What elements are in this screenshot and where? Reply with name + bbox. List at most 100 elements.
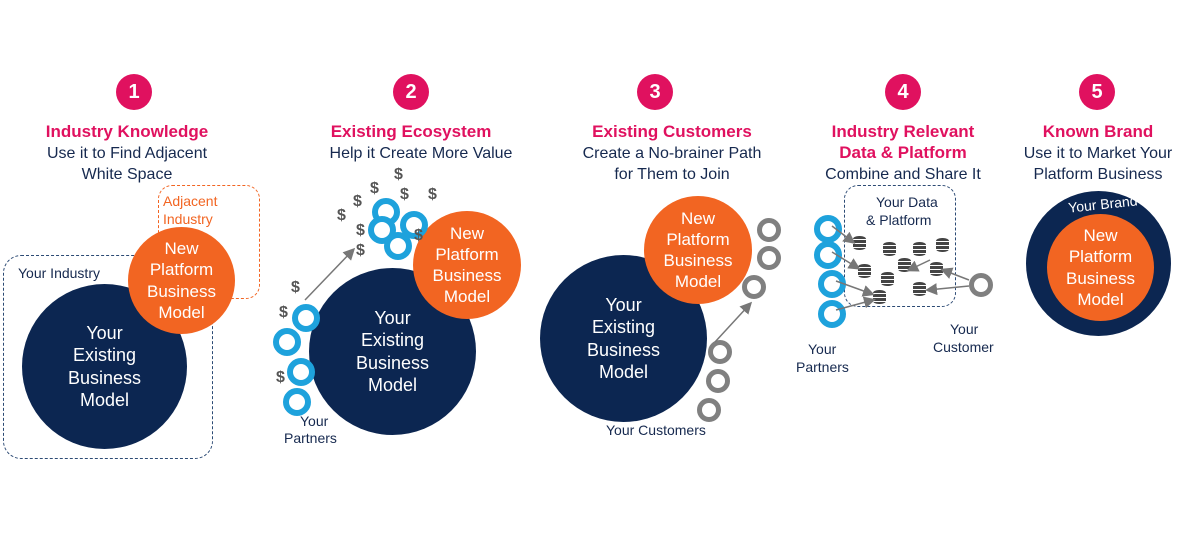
partner-icon <box>273 328 301 356</box>
step-1-subtitle-line-2: White Space <box>81 166 173 183</box>
circle-text: Model <box>367 375 418 395</box>
circle-text: Business <box>147 281 216 301</box>
step-1-title: Industry Knowledge <box>45 122 209 141</box>
step-4-title-line-1: Industry Relevant <box>831 122 975 141</box>
circle-text: Model <box>1077 289 1124 309</box>
database-icon <box>881 272 894 286</box>
step-3-subtitle-line-2: for Them to Join <box>614 166 730 183</box>
step-3-title: Existing Customers <box>592 122 752 141</box>
your-partners-label-2: Partners <box>796 359 849 375</box>
existing-business-model-circle: Your Existing Business Model <box>540 255 707 422</box>
circle-text: Model <box>443 287 491 307</box>
circle-text: Business <box>432 266 502 285</box>
step-2-title: Existing Ecosystem <box>330 122 492 141</box>
your-customer-label-2: Customer <box>933 339 994 355</box>
circle-text: Existing <box>72 345 137 365</box>
dollar-icon: $ <box>394 166 403 183</box>
database-icon <box>913 282 926 296</box>
step-3-number: 3 <box>637 74 673 110</box>
arrow-line <box>925 283 970 296</box>
circle-text: Existing <box>360 330 425 350</box>
circle-text: Business <box>67 367 142 388</box>
adjacent-industry-label-2: Industry <box>163 211 213 227</box>
partner-icon <box>283 388 311 416</box>
step-5-subtitle-line-1: Use it to Market Your <box>1023 145 1173 162</box>
database-icon <box>853 236 866 250</box>
customer-icon <box>969 273 993 297</box>
new-platform-circle: New Platform Business Model <box>1047 214 1154 321</box>
circle-text: Platform <box>435 244 499 264</box>
your-customer-label-1: Your <box>950 321 979 337</box>
your-data-label-1: Your Data <box>876 194 938 210</box>
circle-text: Platform <box>149 260 214 280</box>
arrow-line <box>714 301 753 343</box>
circle-text: Your <box>605 294 642 315</box>
your-customers-label: Your Customers <box>606 422 706 438</box>
arrow-line <box>835 280 875 297</box>
your-data-label-2: & Platform <box>866 212 932 228</box>
circle-text: Model <box>158 302 205 322</box>
customer-icon <box>742 275 766 299</box>
circle-text: Model <box>79 390 130 410</box>
circle-text: Model <box>674 272 722 292</box>
step-1-subtitle-line-1: Use it to Find Adjacent <box>46 145 208 162</box>
partner-icon <box>818 300 846 328</box>
dollar-icon: $ <box>276 369 285 386</box>
step-4-number: 4 <box>885 74 921 110</box>
adjacent-industry-label-1: Adjacent <box>163 193 218 209</box>
partner-icon <box>384 232 412 260</box>
dollar-icon: $ <box>279 304 288 321</box>
step-1-number: 1 <box>116 74 152 110</box>
database-icon <box>873 290 886 304</box>
dollar-icon: $ <box>370 180 379 197</box>
your-partners-label-1: Your <box>808 341 837 357</box>
new-platform-circle: New Platform Business Model <box>644 196 752 304</box>
database-icon <box>930 262 943 276</box>
step-2-number: 2 <box>393 74 429 110</box>
circle-text: New <box>680 208 715 228</box>
new-platform-circle: New Platform Business Model <box>128 227 235 334</box>
step-4-subtitle: Combine and Share It <box>825 166 981 183</box>
circle-text: New <box>449 223 484 243</box>
circle-text: Platform <box>666 229 730 249</box>
dollar-icon: $ <box>428 186 437 203</box>
arrow-line <box>940 267 970 281</box>
customer-icon <box>757 218 781 242</box>
circle-text: Your <box>86 322 123 343</box>
arrow-line <box>835 296 876 311</box>
new-platform-circle: New Platform Business Model <box>413 211 521 319</box>
database-icon <box>936 238 949 252</box>
circle-text: New <box>164 239 199 258</box>
database-icon <box>883 242 896 256</box>
dollar-icon: $ <box>291 279 300 296</box>
partner-icon <box>814 215 842 243</box>
dollar-icon: $ <box>353 193 362 210</box>
your-partners-label-1: Your <box>300 413 329 429</box>
arrow-line <box>304 247 356 301</box>
partner-icon <box>292 304 320 332</box>
circle-text: Business <box>355 352 430 373</box>
your-partners-label-2: Partners <box>284 430 337 446</box>
circle-text: Business <box>586 339 661 360</box>
circle-text: Model <box>598 362 649 382</box>
dollar-icon: $ <box>356 222 365 239</box>
customer-icon <box>706 369 730 393</box>
customer-icon <box>708 340 732 364</box>
circle-text: Platform <box>1068 247 1133 267</box>
your-industry-label: Your Industry <box>18 265 100 281</box>
step-5-number: 5 <box>1079 74 1115 110</box>
step-5-title: Known Brand <box>1042 122 1154 141</box>
dollar-icon: $ <box>356 242 365 259</box>
database-icon <box>858 264 871 278</box>
arrow-line <box>831 225 856 244</box>
circle-text: Existing <box>591 317 656 337</box>
arrow-line <box>906 259 931 272</box>
step-4-title-line-2: Data & Platform <box>839 143 967 162</box>
dollar-icon: $ <box>414 227 423 244</box>
data-platform-boundary <box>844 185 956 307</box>
existing-business-model-circle: Your Existing Business Model <box>309 268 476 435</box>
dollar-icon: $ <box>337 207 346 224</box>
step-5-subtitle-line-2: Platform Business <box>1033 166 1163 183</box>
